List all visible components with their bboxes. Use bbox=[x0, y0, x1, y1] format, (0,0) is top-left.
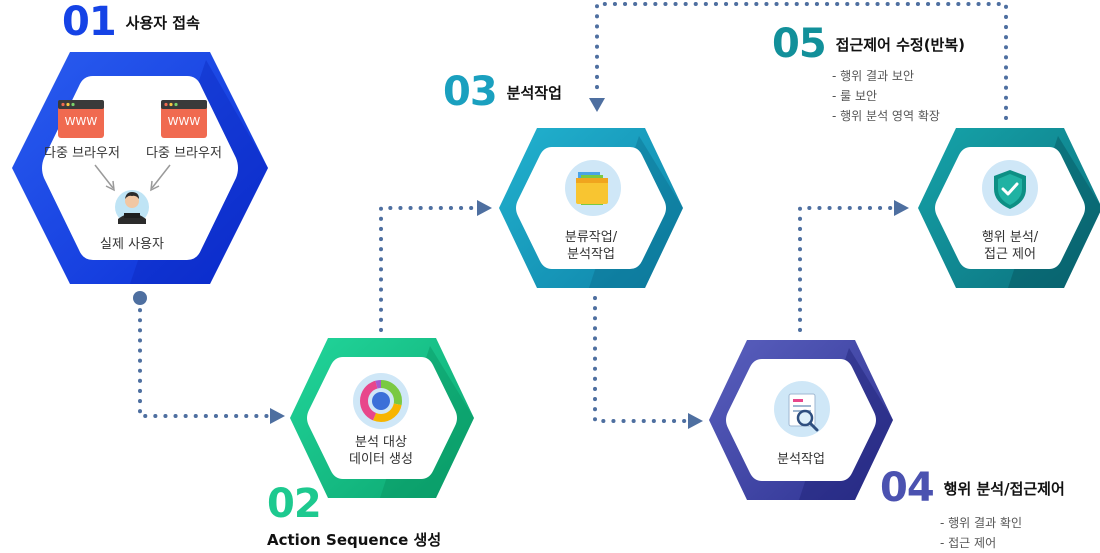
browser-icon bbox=[58, 100, 104, 138]
connector-3-4 bbox=[593, 296, 690, 423]
hexagon-step-3 bbox=[499, 128, 683, 288]
www-badge-right: WWW bbox=[167, 115, 201, 128]
step-number: 05 bbox=[772, 21, 827, 67]
step-title: 접근제어 수정(반복) bbox=[835, 35, 966, 54]
inner-line: 행위 분석/ bbox=[981, 230, 1039, 245]
www-badge-left: WWW bbox=[64, 115, 98, 128]
bullet-item: - 행위 결과 확인 bbox=[940, 516, 1023, 530]
bullet-item: - 행위 분석 영역 확장 bbox=[832, 109, 940, 123]
step-number: 03 bbox=[443, 69, 498, 115]
step-5-heading: 05 접근제어 수정(반복) bbox=[772, 24, 965, 64]
shield-check-icon bbox=[982, 160, 1038, 216]
arrow-right-icon bbox=[894, 200, 909, 216]
step-4-bullets: - 행위 결과 확인 - 접근 제어 bbox=[940, 513, 1022, 553]
connector-start-dot bbox=[133, 291, 147, 305]
step-2-inner-label: 분석 대상 데이터 생성 bbox=[331, 434, 431, 468]
inner-line: 분석작업 bbox=[567, 247, 615, 262]
donut-chart-icon bbox=[353, 373, 409, 429]
user-icon bbox=[115, 190, 149, 224]
connectors bbox=[138, 2, 1008, 423]
real-user-label: 실제 사용자 bbox=[100, 237, 164, 252]
inner-line: 분석 대상 bbox=[355, 435, 407, 450]
step-5-inner-label: 행위 분석/ 접근 제어 bbox=[960, 229, 1060, 263]
inner-line: 분석작업 bbox=[777, 452, 825, 467]
browser-icon bbox=[161, 100, 207, 138]
step-1-heading: 01 사용자 접속 bbox=[62, 2, 200, 42]
step-3-inner-label: 분류작업/ 분석작업 bbox=[541, 229, 641, 263]
step-title: 분석작업 bbox=[506, 83, 562, 102]
user-arrows bbox=[94, 164, 171, 192]
browser-label-left: 다중 브라우저 bbox=[44, 146, 120, 161]
inner-line: 분류작업/ bbox=[564, 230, 618, 245]
step-2-heading: 02 Action Sequence 생성 bbox=[267, 484, 441, 550]
step-3-heading: 03 분석작업 bbox=[443, 72, 562, 112]
inner-line: 접근 제어 bbox=[984, 247, 1036, 262]
step-number: 04 bbox=[880, 465, 935, 511]
step-4-inner-label: 분석작업 bbox=[751, 451, 851, 468]
step-title: 행위 분석/접근제어 bbox=[943, 479, 1065, 498]
step-4-heading: 04 행위 분석/접근제어 bbox=[880, 468, 1065, 508]
arrow-right-icon bbox=[270, 408, 285, 424]
inner-line: 데이터 생성 bbox=[349, 452, 413, 467]
document-search-icon bbox=[774, 381, 830, 437]
connector-4-5 bbox=[798, 206, 902, 332]
bullet-item: - 접근 제어 bbox=[940, 536, 997, 550]
arrow-down-icon bbox=[589, 98, 605, 112]
step-title: Action Sequence 생성 bbox=[267, 531, 442, 549]
connector-2-3 bbox=[379, 206, 487, 332]
step-number: 02 bbox=[267, 481, 322, 527]
step-5-bullets: - 행위 결과 보안 - 룰 보안 - 행위 분석 영역 확장 bbox=[832, 66, 940, 126]
step-number: 01 bbox=[62, 0, 117, 45]
folder-icon bbox=[565, 160, 621, 216]
arrow-right-icon bbox=[477, 200, 492, 216]
connector-1-2 bbox=[138, 298, 272, 418]
connector-arrowheads bbox=[270, 98, 909, 429]
arrow-right-icon bbox=[688, 413, 703, 429]
bullet-item: - 룰 보안 bbox=[832, 89, 878, 103]
bullet-item: - 행위 결과 보안 bbox=[832, 69, 915, 83]
browser-label-right: 다중 브라우저 bbox=[146, 146, 222, 161]
step-title: 사용자 접속 bbox=[125, 13, 200, 32]
